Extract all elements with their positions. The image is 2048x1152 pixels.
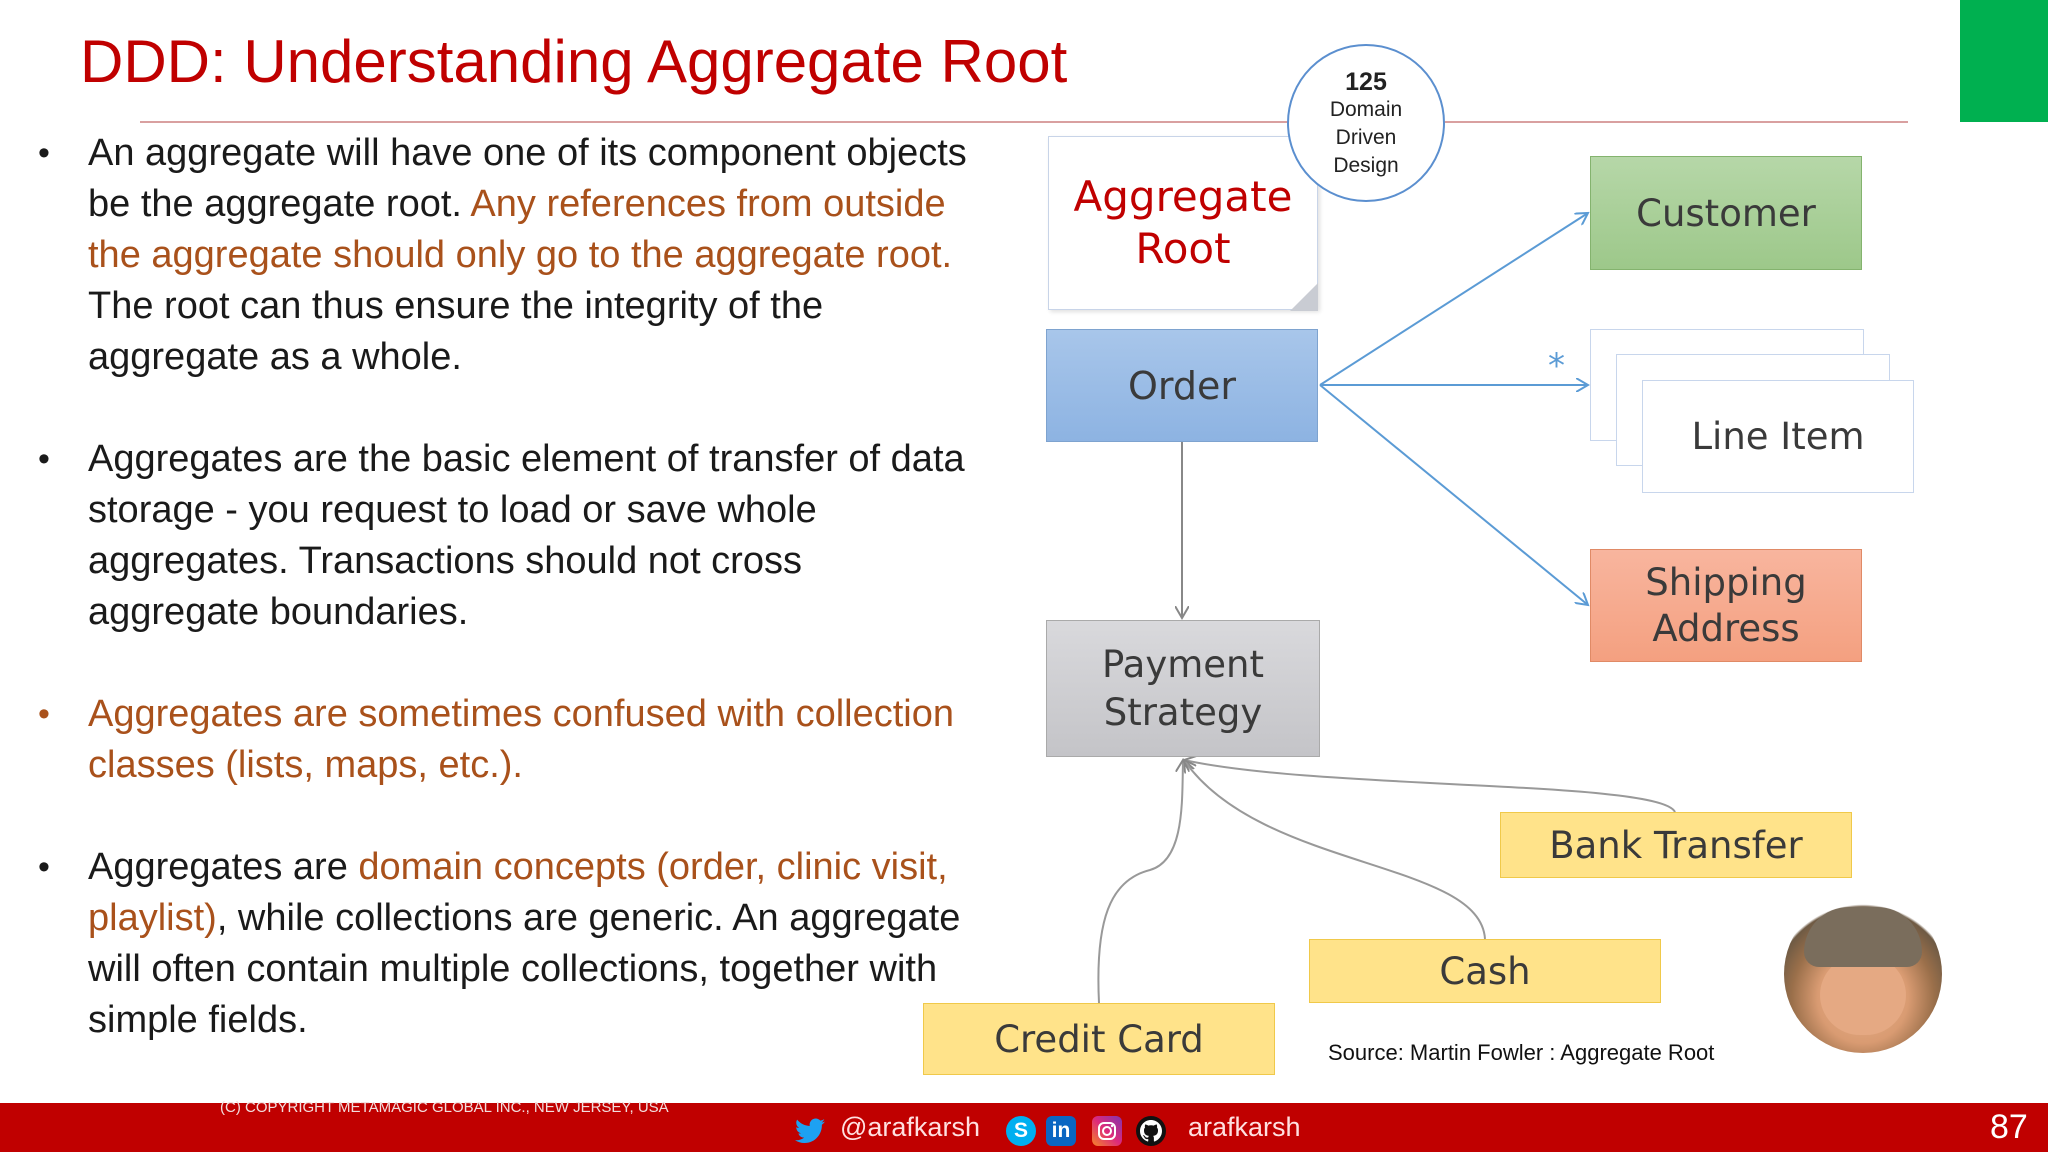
badge-line-3: Design xyxy=(1333,154,1399,177)
line-item-node: Line Item xyxy=(1642,380,1914,493)
bullet-text: Aggregates are sometimes confused with c… xyxy=(88,693,955,786)
badge-line-2: Driven xyxy=(1335,126,1397,149)
bullet-text: An aggregate will have one of its compon… xyxy=(88,132,967,225)
social-handle[interactable]: arafkarsh xyxy=(1188,1112,1301,1142)
order-to-customer-arrow xyxy=(1319,213,1588,386)
order-to-shipping-arrow xyxy=(1319,384,1588,605)
credit-to-payment-curve xyxy=(1097,760,1183,1004)
bullet-list: • An aggregate will have one of its comp… xyxy=(34,128,974,1097)
bullet-text: , while collections are generic. An aggr… xyxy=(88,897,961,1041)
bank-transfer-node: Bank Transfer xyxy=(1500,812,1852,878)
shipping-line-2: Address xyxy=(1652,606,1800,650)
bullet-dot: • xyxy=(38,848,50,886)
instagram-icon[interactable] xyxy=(1092,1116,1122,1146)
payment-line-2: Strategy xyxy=(1103,690,1263,734)
twitter-handle[interactable]: @arafkarsh xyxy=(840,1112,980,1142)
bullet-dot: • xyxy=(38,134,50,172)
cash-to-payment-curve xyxy=(1184,760,1486,940)
bullet-text: Aggregates are the basic element of tran… xyxy=(88,438,965,633)
aggregate-root-note: Aggregate Root xyxy=(1048,136,1318,310)
bank-to-payment-curve xyxy=(1184,760,1676,813)
bullet-item: • Aggregates are domain concepts (order,… xyxy=(34,842,974,1046)
title-emphasis: Aggregate Root xyxy=(646,28,1068,95)
badge-line-1: Domain xyxy=(1329,98,1403,121)
bullet-item: • Aggregates are the basic element of tr… xyxy=(34,434,974,638)
topic-badge: 125 Domain Driven Design xyxy=(1287,44,1445,202)
order-node: Order xyxy=(1046,329,1318,442)
bullet-highlight: Any references from outside the aggregat… xyxy=(88,183,953,276)
payment-line-1: Payment xyxy=(1102,642,1264,686)
bullet-item: • An aggregate will have one of its comp… xyxy=(34,128,974,383)
skype-icon[interactable]: S xyxy=(1006,1116,1036,1146)
github-icon[interactable] xyxy=(1136,1116,1166,1146)
cash-node: Cash xyxy=(1309,939,1661,1003)
note-fold-corner xyxy=(1290,283,1318,311)
bullet-dot: • xyxy=(38,440,50,478)
credit-card-node: Credit Card xyxy=(923,1003,1275,1075)
accent-tab xyxy=(1960,0,2048,122)
bullet-item: • Aggregates are sometimes confused with… xyxy=(34,689,974,791)
copyright-text: (C) COPYRIGHT METAMAGIC GLOBAL INC., NEW… xyxy=(220,1099,669,1116)
note-line-1: Aggregate xyxy=(1073,172,1293,221)
badge-number: 125 xyxy=(1345,68,1387,96)
multiplicity-label: * xyxy=(1548,346,1565,386)
presenter-avatar xyxy=(1784,895,1942,1053)
bullet-dot: • xyxy=(38,695,50,733)
bullet-highlight: domain concepts (order, clinic visit, pl… xyxy=(88,846,948,939)
shipping-address-node: Shipping Address xyxy=(1590,549,1862,662)
note-line-2: Root xyxy=(1135,224,1231,273)
source-citation: Source: Martin Fowler : Aggregate Root xyxy=(1328,1040,1715,1065)
customer-node: Customer xyxy=(1590,156,1862,270)
payment-strategy-node: Payment Strategy xyxy=(1046,620,1320,757)
linkedin-icon[interactable]: in xyxy=(1046,1116,1076,1146)
twitter-icon[interactable] xyxy=(795,1116,825,1146)
bullet-text: Aggregates are xyxy=(88,846,359,888)
title-divider xyxy=(140,121,1908,123)
shipping-line-1: Shipping xyxy=(1645,560,1807,604)
page-number: 87 xyxy=(1990,1108,2028,1146)
bullet-text: The root can thus ensure the integrity o… xyxy=(88,285,824,378)
slide-title: DDD: Understanding Aggregate Root xyxy=(80,22,1067,102)
title-prefix: DDD: Understanding xyxy=(80,28,647,95)
